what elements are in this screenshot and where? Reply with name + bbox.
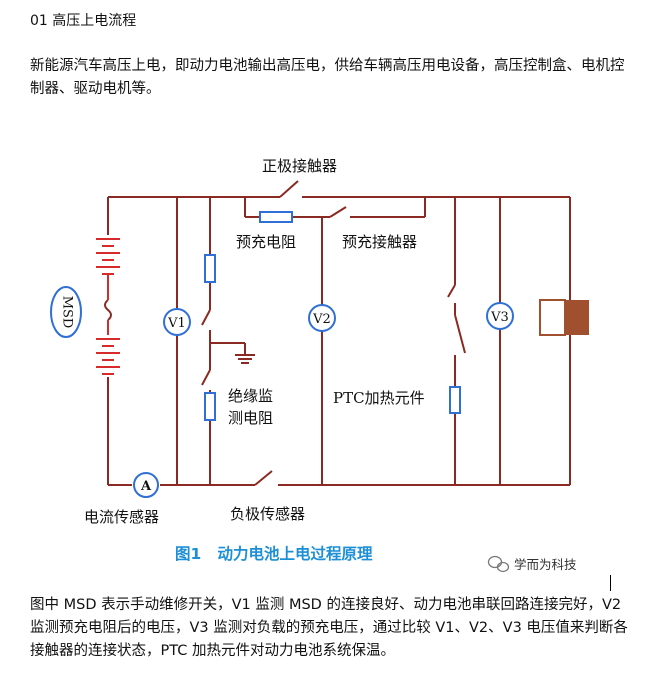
load-connector	[539, 299, 589, 336]
precharge-resistor-label: 预充电阻	[236, 233, 296, 251]
wechat-icon	[487, 555, 510, 573]
svg-text:V2: V2	[312, 312, 331, 327]
watermark: 学而为科技	[487, 555, 577, 573]
ammeter: A	[133, 472, 159, 498]
precharge-contactor-label: 预充接触器	[342, 233, 417, 251]
msd-switch: MSD	[50, 286, 82, 338]
ptc-heater	[449, 386, 461, 414]
insulation-label-line2: 测电阻	[228, 409, 273, 427]
svg-text:V1: V1	[167, 316, 186, 331]
text-cursor	[610, 575, 611, 591]
negative-sensor-label: 负极传感器	[230, 505, 305, 523]
precharge-resistor	[259, 211, 293, 223]
battery-pack	[96, 238, 120, 375]
voltmeter-v2: V2	[308, 304, 336, 332]
svg-text:A: A	[140, 479, 152, 494]
svg-text:V3: V3	[490, 310, 509, 325]
watermark-text: 学而为科技	[514, 557, 577, 572]
msd-label: MSD	[60, 296, 75, 329]
insulation-label-line1: 绝缘监	[228, 387, 273, 405]
wiring	[104, 180, 571, 486]
insulation-resistor-top	[204, 254, 216, 283]
insulation-resistor-bottom	[204, 392, 216, 421]
voltmeter-v1: V1	[163, 308, 191, 336]
intro-paragraph: 新能源汽车高压上电，即动力电池输出高压电，供给车辆高压用电设备，高压控制盒、电机…	[30, 58, 625, 97]
circuit-diagram: MSD V1 V2 V3 A 正极接触器 预充电阻 预充接触器 绝缘监 测电阻 …	[50, 157, 589, 573]
explanation-paragraph: 图中 MSD 表示手动维修开关，V1 监测 MSD 的连接良好、动力电池串联回路…	[30, 597, 628, 659]
ptc-label: PTC加热元件	[333, 389, 425, 407]
section-heading: 01 高压上电流程	[30, 13, 137, 29]
current-sensor-label: 电流传感器	[84, 508, 159, 526]
positive-contactor-label: 正极接触器	[262, 157, 337, 175]
figure-caption: 图1 动力电池上电过程原理	[175, 544, 373, 563]
voltmeter-v3: V3	[486, 302, 514, 330]
